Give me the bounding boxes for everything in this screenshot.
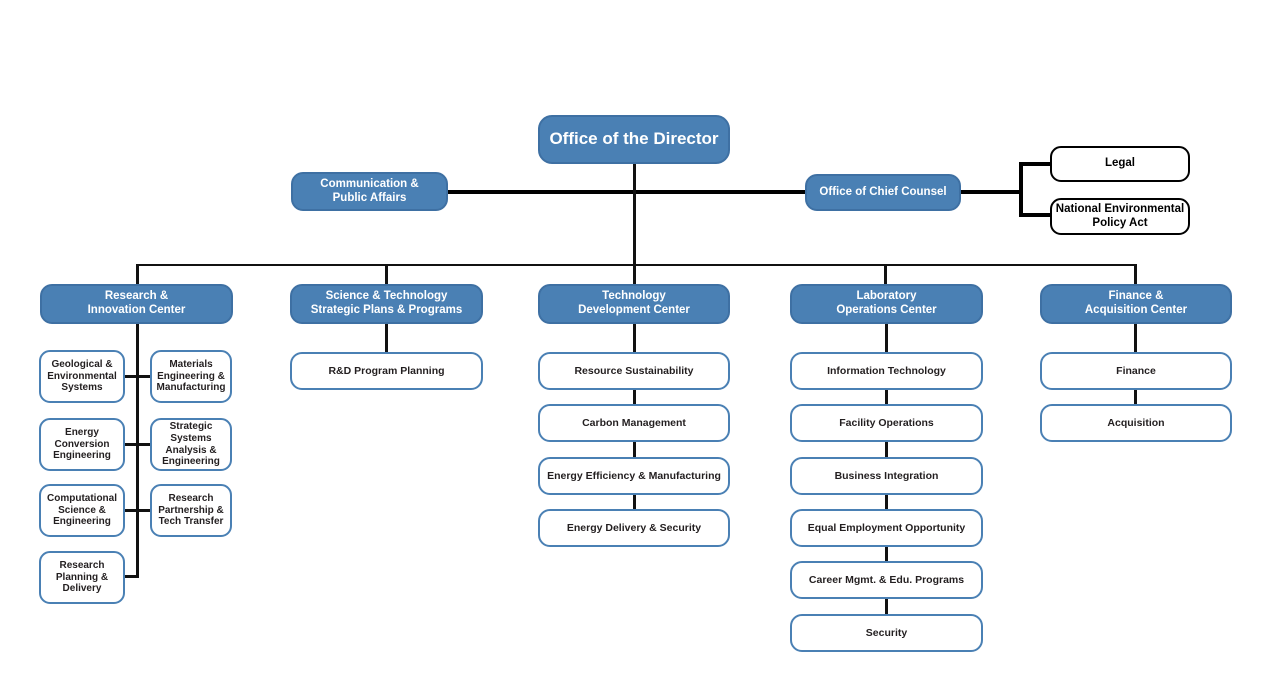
connector-drop-laboratory — [884, 264, 887, 285]
connector-fac-0 — [1134, 324, 1137, 352]
node-information-technology: Information Technology — [790, 352, 983, 390]
node-science-technology-strategic-plans-programs: Science & Technology Strategic Plans & P… — [290, 284, 483, 324]
connector-spine-legal — [1023, 162, 1050, 166]
connector-director-trunk — [633, 164, 636, 285]
node-energy-efficiency-manufacturing: Energy Efficiency & Manufacturing — [538, 457, 730, 495]
node-security: Security — [790, 614, 983, 652]
connector-drop-finance — [1134, 264, 1137, 285]
connector-loc-2 — [885, 442, 888, 457]
connector-tdc-1 — [633, 390, 636, 404]
connector-loc-1 — [885, 390, 888, 404]
node-resource-sustainability: Resource Sustainability — [538, 352, 730, 390]
connector-fac-1 — [1134, 390, 1137, 404]
node-communication-public-affairs: Communication & Public Affairs — [291, 172, 448, 211]
node-research-partnership-tech-transfer: Research Partnership & Tech Transfer — [150, 484, 232, 537]
connector-loc-3 — [885, 495, 888, 509]
node-energy-conversion-engineering: Energy Conversion Engineering — [39, 418, 125, 471]
node-rd-program-planning: R&D Program Planning — [290, 352, 483, 390]
connector-loc-0 — [885, 324, 888, 352]
connector-tdc-3 — [633, 495, 636, 509]
node-finance-acquisition-center: Finance & Acquisition Center — [1040, 284, 1232, 324]
node-research-innovation-center: Research & Innovation Center — [40, 284, 233, 324]
node-research-planning-delivery: Research Planning & Delivery — [39, 551, 125, 604]
node-geological-environmental-systems: Geological & Environmental Systems — [39, 350, 125, 403]
connector-ric-row1 — [125, 375, 150, 378]
node-finance: Finance — [1040, 352, 1232, 390]
node-business-integration: Business Integration — [790, 457, 983, 495]
node-acquisition: Acquisition — [1040, 404, 1232, 442]
connector-main-horizontal — [136, 264, 1136, 266]
connector-ric-row3 — [125, 509, 150, 512]
connector-stspp-child — [385, 324, 388, 352]
connector-communication-counsel — [448, 190, 805, 194]
node-computational-science-engineering: Computational Science & Engineering — [39, 484, 125, 537]
node-office-of-chief-counsel: Office of Chief Counsel — [805, 174, 961, 211]
node-laboratory-operations-center: Laboratory Operations Center — [790, 284, 983, 324]
node-carbon-management: Carbon Management — [538, 404, 730, 442]
connector-spine-nepa — [1023, 213, 1050, 217]
connector-loc-4 — [885, 547, 888, 561]
node-office-of-the-director: Office of the Director — [538, 115, 730, 164]
connector-counsel-to-spine — [960, 190, 1022, 194]
connector-tdc-2 — [633, 442, 636, 457]
node-strategic-systems-analysis-engineering: Strategic Systems Analysis & Engineering — [150, 418, 232, 471]
node-equal-employment-opportunity: Equal Employment Opportunity — [790, 509, 983, 547]
connector-drop-research — [136, 264, 139, 285]
connector-tdc-0 — [633, 324, 636, 352]
node-technology-development-center: Technology Development Center — [538, 284, 730, 324]
connector-loc-5 — [885, 599, 888, 614]
connector-counsel-spine — [1019, 162, 1023, 217]
node-legal: Legal — [1050, 146, 1190, 182]
connector-ric-trunk — [136, 324, 139, 578]
connector-ric-row4 — [125, 575, 139, 578]
node-energy-delivery-security: Energy Delivery & Security — [538, 509, 730, 547]
node-career-mgmt-edu-programs: Career Mgmt. & Edu. Programs — [790, 561, 983, 599]
node-materials-engineering-manufacturing: Materials Engineering & Manufacturing — [150, 350, 232, 403]
node-national-environmental-policy-act: National Environmental Policy Act — [1050, 198, 1190, 235]
connector-ric-row2 — [125, 443, 150, 446]
node-facility-operations: Facility Operations — [790, 404, 983, 442]
connector-drop-science — [385, 264, 388, 285]
